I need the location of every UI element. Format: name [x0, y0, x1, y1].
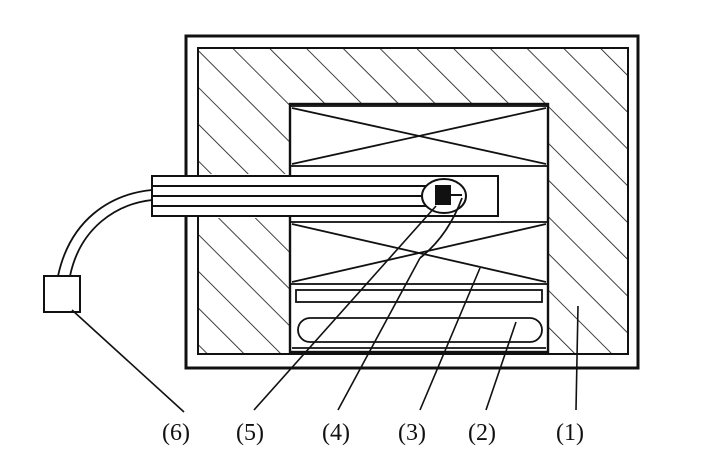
- label-3: (3): [398, 420, 426, 446]
- leader-lines: [71, 205, 579, 413]
- sensor-lead: [419, 197, 463, 259]
- inner-chamber: [288, 102, 550, 354]
- lower-heater: [289, 221, 549, 285]
- sample-tray: [292, 289, 546, 349]
- label-6: (6): [162, 420, 190, 446]
- sensor-head: [421, 178, 467, 214]
- upper-heater: [289, 105, 549, 167]
- label-5: (5): [236, 420, 264, 446]
- label-4: (4): [322, 420, 350, 446]
- connection-cable: [57, 189, 153, 277]
- instrument-box: [43, 275, 81, 313]
- label-1: (1): [556, 420, 584, 446]
- label-2: (2): [468, 420, 496, 446]
